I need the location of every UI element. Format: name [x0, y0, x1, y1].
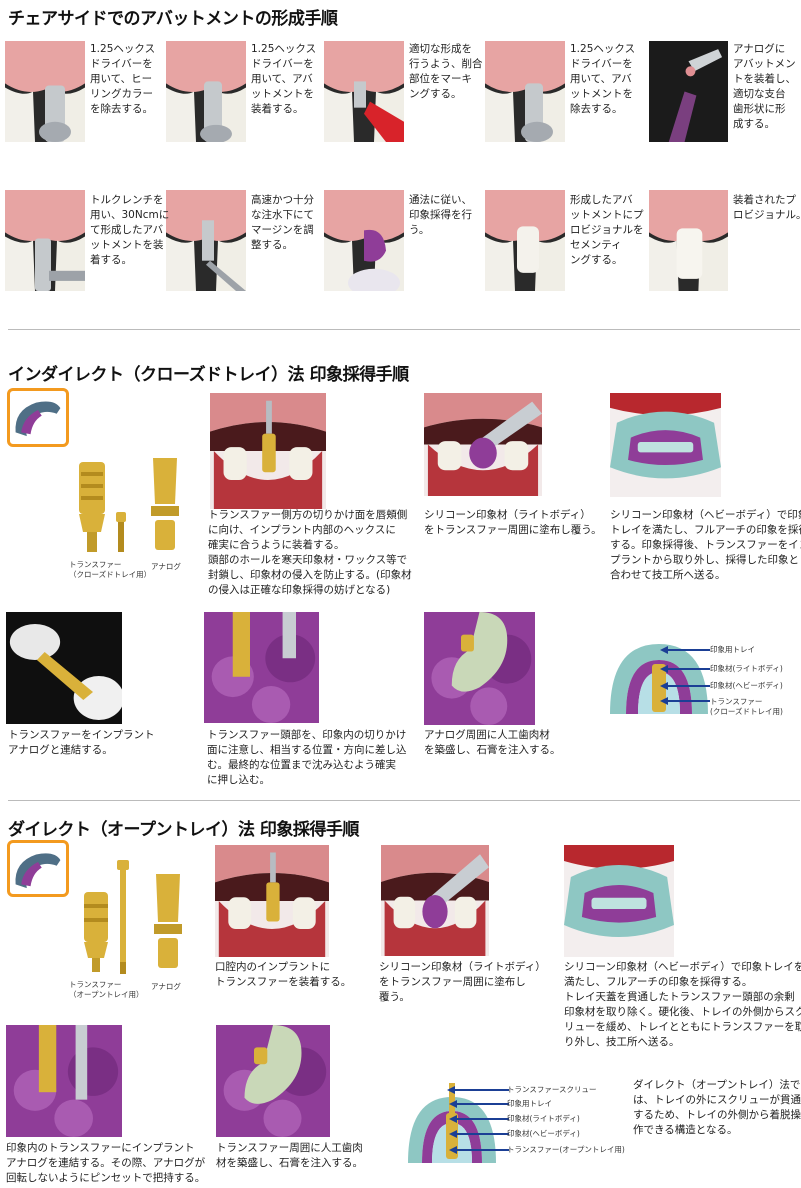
screw-closed-part	[114, 510, 128, 554]
direct-photo-5	[216, 1025, 330, 1137]
section-divider	[8, 800, 800, 801]
section-title-direct: ダイレクト（オープントレイ）法 印象採得手順	[8, 820, 359, 840]
analog-closed-label: アナログ	[151, 562, 181, 571]
step-caption-8: 通法に従い、印象採得を行う。	[409, 194, 472, 236]
analog-open-part	[152, 870, 184, 972]
open-diagram-label-5: トランスファー(オープントレイ用)	[507, 1145, 625, 1154]
closed-diagram-label-5: (クローズドトレイ用)	[710, 707, 783, 716]
closed-tray-diagram	[606, 638, 712, 714]
indirect-photo-3	[610, 393, 721, 497]
open-diagram-label-3: 印象材(ライトボディ)	[507, 1114, 580, 1123]
open-diagram-label-2: 印象用トレイ	[507, 1099, 552, 1108]
closed-diagram-label-3: 印象材(ヘビーボディ)	[710, 681, 783, 690]
direct-photo-1	[215, 845, 329, 957]
step-caption-7: 高速かつ十分な注水下にてマージンを調整する。	[251, 194, 314, 251]
step-photo-1	[5, 41, 85, 142]
indirect-photo-6	[424, 612, 535, 725]
indirect-caption-1: トランスファー側方の切りかけ面を唇頬側に向け、インプラント内部のヘックスに確実に…	[208, 509, 412, 596]
step-photo-6	[5, 190, 85, 291]
step-photo-9	[485, 190, 565, 291]
indirect-caption-5: トランスファー頭部を、印象内の切りかけ面に注意し、相当する位置・方向に差し込む。…	[207, 729, 407, 786]
section-divider	[8, 329, 800, 330]
direct-caption-1: 口腔内のインプラントにトランスファーを装着する。	[215, 961, 352, 988]
closed-diagram-label-4: トランスファー	[710, 697, 763, 706]
indirect-caption-2: シリコーン印象材（ライトボディ）をトランスファー周囲に塗布し覆う。	[424, 509, 602, 536]
step-caption-2: 1.25ヘックスドライバーを用いて、アバットメントを装着する。	[251, 43, 317, 115]
step-caption-3: 適切な形成を行うよう、削合部位をマーキングする。	[409, 43, 483, 100]
step-photo-2	[166, 41, 246, 142]
step-caption-1: 1.25ヘックスドライバーを用いて、ヒーリングカラーを除去する。	[90, 43, 156, 115]
direct-photo-3	[564, 845, 674, 957]
step-caption-4: 1.25ヘックスドライバーを用いて、アバットメントを除去する。	[570, 43, 636, 115]
analog-closed-part	[147, 454, 183, 554]
direct-caption-2: シリコーン印象材（ライトボディ）をトランスファー周囲に塗布し覆う。	[379, 961, 546, 1003]
closed-tray-arrows	[660, 641, 710, 711]
screw-open-part	[116, 858, 130, 976]
open-diagram-label-4: 印象材(ヘビーボディ)	[507, 1129, 580, 1138]
section-title-chairside: チェアサイドでのアバットメントの形成手順	[8, 9, 338, 29]
direct-caption-4: 印象内のトランスファーにインプラントアナログを連結する。その際、アナログが回転し…	[6, 1142, 206, 1184]
indirect-photo-1	[210, 393, 326, 509]
step-photo-10	[649, 190, 728, 291]
open-diagram-label-1: トランスファースクリュー	[507, 1085, 597, 1094]
step-photo-5	[649, 41, 728, 142]
indirect-photo-2	[424, 393, 542, 496]
transfer-open-part	[80, 888, 112, 974]
step-caption-5: アナログにアバットメントを装着し、適切な支台歯形状に形成する。	[733, 43, 796, 130]
section-title-indirect: インダイレクト（クローズドトレイ）法 印象採得手順	[8, 365, 409, 385]
direct-photo-4	[6, 1025, 122, 1137]
step-caption-10: 装着されたプロビジョナル。	[733, 194, 801, 221]
indirect-caption-4: トランスファーをインプラントアナログと連結する。	[8, 729, 155, 756]
analog-open-label: アナログ	[151, 982, 181, 991]
indirect-photo-5	[204, 612, 319, 723]
direct-caption-5: トランスファー周囲に人工歯肉材を築盛し、石膏を注入する。	[216, 1142, 363, 1169]
step-photo-7	[166, 190, 246, 291]
transfer-closed-part	[75, 458, 109, 556]
transfer-open-label: トランスファー（オープントレイ用）	[69, 980, 144, 999]
step-photo-3	[324, 41, 404, 142]
direct-caption-3: シリコーン印象材（ヘビーボディ）で印象トレイを満たし、フルアーチの印象を採得する…	[564, 961, 801, 1048]
open-tray-icon	[7, 840, 69, 897]
closed-diagram-label-1: 印象用トレイ	[710, 645, 755, 654]
closed-tray-icon	[7, 388, 69, 447]
step-caption-9: 形成したアバットメントにプロビジョナルをセメンティングする。	[570, 194, 644, 266]
indirect-caption-3: シリコーン印象材（ヘビーボディ）で印象トレイを満たし、フルアーチの印象を採得する…	[610, 509, 801, 581]
step-photo-4	[485, 41, 565, 142]
open-tray-arrows	[447, 1083, 509, 1169]
direct-method-note: ダイレクト（オープントレイ）法では、トレイの外にスクリューが貫通するため、トレイ…	[633, 1079, 801, 1136]
closed-diagram-label-2: 印象材(ライトボディ)	[710, 664, 783, 673]
indirect-photo-4	[6, 612, 122, 724]
direct-photo-2	[381, 845, 489, 956]
step-photo-8	[324, 190, 404, 291]
transfer-closed-label: トランスファー（クローズドトレイ用）	[69, 560, 152, 579]
indirect-caption-6: アナログ周囲に人工歯肉材を築盛し、石膏を注入する。	[424, 729, 561, 756]
step-caption-6: トルクレンチを用い、30Ncmにて形成したアバットメントを装着する。	[90, 194, 170, 266]
